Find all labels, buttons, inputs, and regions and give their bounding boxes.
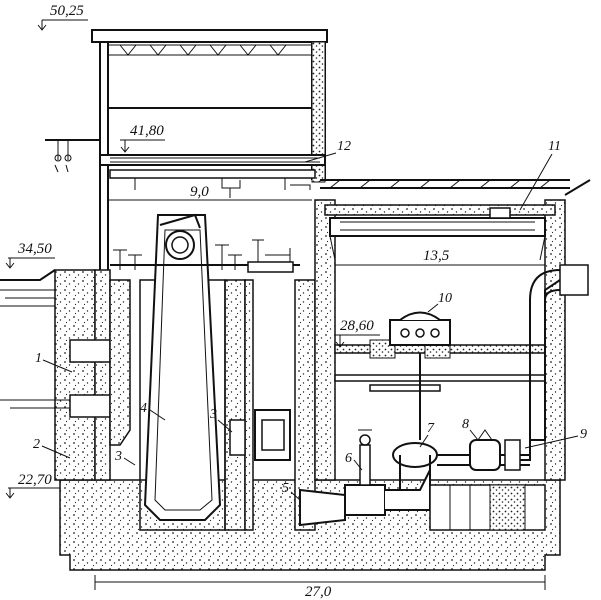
gate-3-right (229, 409, 291, 461)
elevation-label: 28,60 (340, 318, 374, 334)
upper-building (91, 29, 328, 270)
callout-3: 3 (114, 449, 122, 464)
callout-10: 10 (438, 291, 452, 306)
external-hoist (45, 139, 100, 173)
dimension-label: 13,5 (423, 248, 450, 264)
elevation-label: 50,25 (50, 3, 84, 19)
dimension-9-0: 9,0 (108, 184, 312, 201)
callout-11: 11 (548, 139, 561, 154)
dimension-label: 27,0 (305, 584, 332, 600)
overhead-crane-12 (99, 154, 326, 198)
callout-4: 4 (140, 401, 147, 416)
reservoir-water (0, 269, 70, 409)
screen-4 (143, 213, 222, 521)
intake-chamber (109, 279, 316, 531)
elevation-top: 50,25 (37, 3, 88, 31)
callout-2: 2 (33, 437, 40, 452)
pump-pit (429, 484, 546, 531)
intake-wall-left (54, 269, 111, 481)
elevation-label: 22,70 (18, 472, 52, 488)
callout-5: 5 (282, 481, 289, 496)
callout-9: 9 (580, 427, 587, 442)
pump-hall-crane-11 (329, 207, 546, 261)
callout-6: 6 (345, 451, 352, 466)
gate-handwheels (110, 239, 300, 273)
dimension-13-5: 13,5 (334, 248, 546, 270)
callout-1: 1 (35, 351, 42, 366)
elevation-bottom: 22,70 (5, 472, 60, 499)
dimension-label: 9,0 (190, 184, 209, 200)
callouts: 1 2 3 3 4 5 6 7 8 9 10 11 12 (33, 139, 587, 501)
operating-floor (334, 339, 546, 392)
elevation-label: 34,50 (17, 241, 52, 257)
pump-and-piping (299, 264, 589, 527)
dimension-27-0: 27,0 (94, 575, 546, 600)
elevation-pump-floor: 28,60 (335, 318, 380, 348)
elevation-crane-floor: 41,80 (120, 123, 165, 153)
motor-10 (389, 311, 451, 440)
callout-3: 3 (209, 407, 217, 422)
callout-12: 12 (337, 139, 351, 154)
callout-7: 7 (427, 421, 435, 436)
elevation-label: 41,80 (130, 123, 164, 139)
elevation-ground: 34,50 (5, 241, 55, 269)
callout-8: 8 (462, 417, 469, 432)
